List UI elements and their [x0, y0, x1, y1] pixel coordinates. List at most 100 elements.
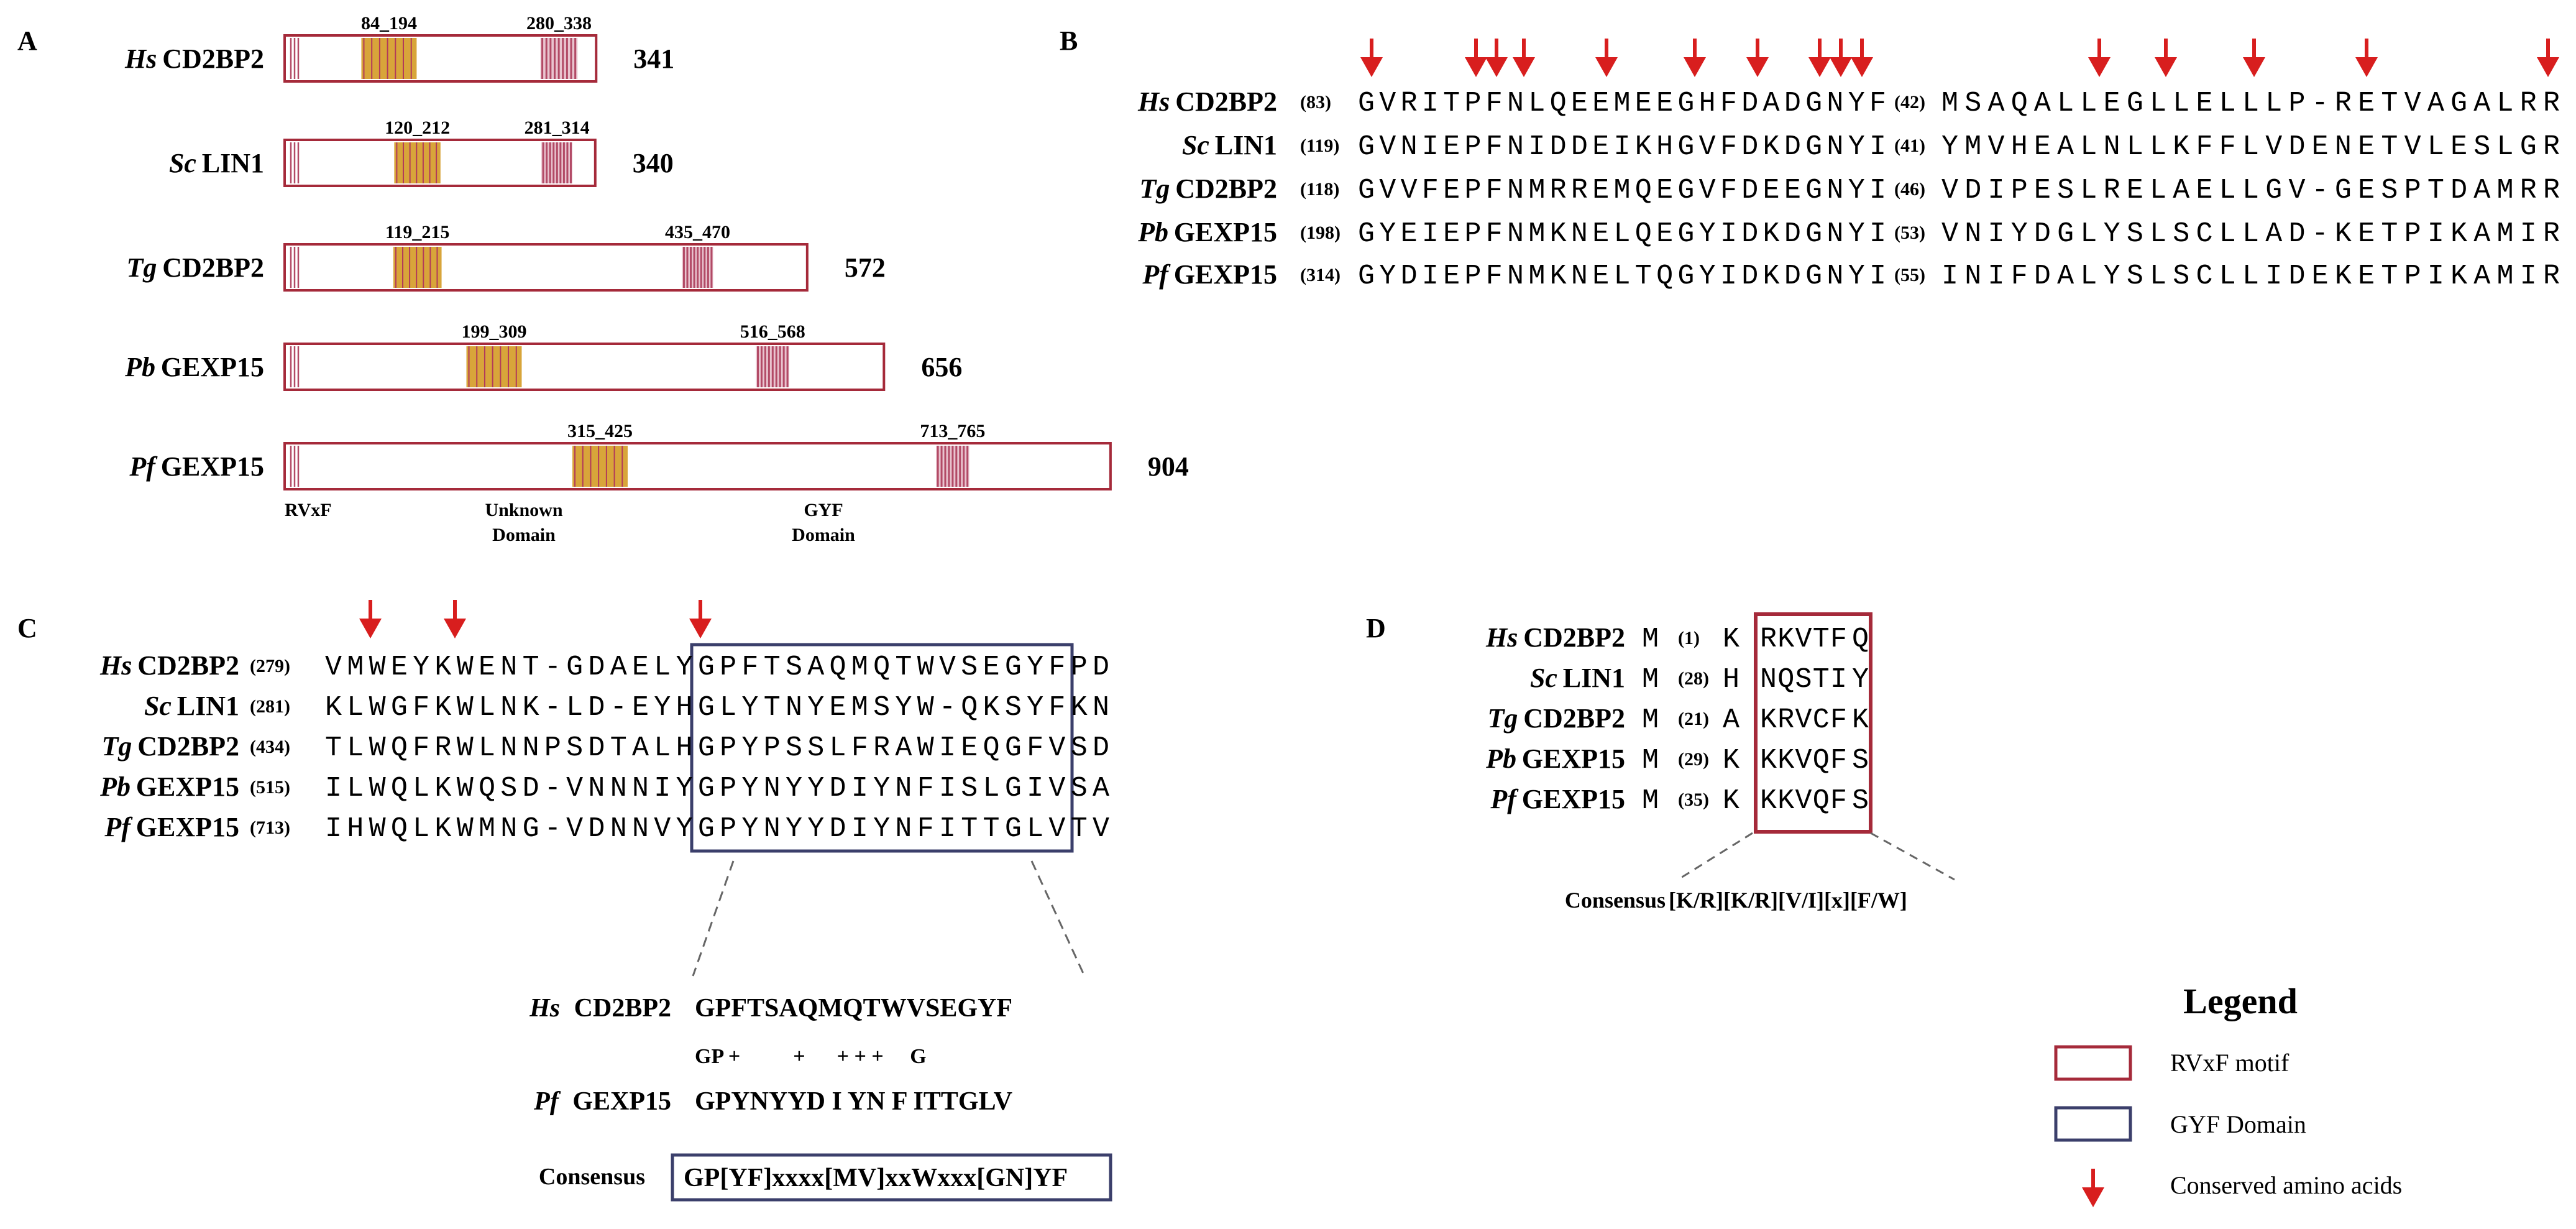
sequence-gap-length: (46): [1894, 179, 1925, 200]
unknown-domain-label-line1: Unknown: [485, 500, 562, 520]
sequence-start-position: (83): [1300, 92, 1331, 113]
sequence-start-position: (515): [250, 777, 290, 798]
sequence-segment-2: INIFDALYSLSCLLIDEKETPIKAMIR: [1941, 260, 2560, 292]
legend-rvxf-swatch: [2054, 1045, 2132, 1081]
sequence-gap-length: (35): [1678, 789, 1709, 810]
detail-pf-label: Pf GEXP15: [533, 1087, 671, 1116]
unknown-domain-block: [572, 446, 628, 487]
rvxf-motif-sequence: RKVTF: [1760, 624, 1847, 655]
sequence-start-position: (279): [250, 656, 290, 676]
sequence-gap-length: (42): [1894, 92, 1925, 113]
sequence-segment-1: GYDIEPFNMKNELTQGYIDKDGNYI: [1358, 260, 1886, 292]
conserved-arrow-icon: [1830, 39, 1852, 77]
panel-b-conserved-arrows: [1360, 39, 2559, 77]
pre-motif-residue: K: [1723, 785, 1739, 817]
conserved-arrow-icon: [2355, 39, 2378, 77]
unknown-domain-block: [394, 142, 441, 183]
legend: Legend RVxF motif GYF Domain Conserved a…: [2054, 981, 2402, 1207]
panel-c-conserved-arrows: [359, 600, 712, 638]
gyf-detail-comparison: Hs CD2BP2 GPFTSAQMQTWVSEGYF GP + + + + +…: [529, 994, 1112, 1202]
protein-bar: [283, 243, 809, 292]
start-methionine: M: [1642, 785, 1659, 817]
pre-motif-residue: K: [1723, 745, 1739, 776]
gyf-range-label: 435_470: [665, 222, 730, 242]
unknown-domain-block: [466, 346, 522, 387]
unknown-range-label: 199_309: [461, 321, 526, 342]
sequence-segment-1: GVVFEPFNMRREMQEGVFDEEGNYI: [1358, 175, 1886, 206]
sequence-start-position: (198): [1300, 223, 1341, 243]
conserved-arrow-icon: [1513, 39, 1535, 77]
sequence-start-position: (713): [250, 817, 290, 838]
rvxf-motif-box: [1754, 612, 1872, 834]
start-methionine: M: [1642, 664, 1659, 696]
gyf-range-label: 280_338: [526, 13, 592, 34]
post-motif-residue: S: [1852, 745, 1869, 776]
panel-a-domain-labels: RVxF Unknown Domain GYF Domain: [285, 500, 855, 545]
start-methionine: M: [1642, 704, 1659, 736]
gyf-consensus-label: Consensus: [539, 1164, 645, 1190]
legend-rvxf-label: RVxF motif: [2170, 1049, 2290, 1077]
sequence-segment-2: MSAQALLEGLLELLLP-RETVAGALRR: [1941, 88, 2560, 119]
sequence-start-position: (314): [1300, 265, 1341, 285]
sequence-gap-length: (41): [1894, 136, 1925, 156]
protein-length-label: 340: [633, 148, 674, 178]
gyf-alignment-sequence: ILWQLKWQSD-VNNNIYGPYNYYDIYNFISLGIVSA: [325, 773, 1109, 804]
rvxf-domain-label: RVxF: [285, 500, 332, 520]
conserved-arrow-icon: [1465, 39, 1487, 77]
start-methionine: M: [1642, 745, 1659, 776]
legend-title: Legend: [2183, 981, 2298, 1021]
start-methionine: M: [1642, 624, 1659, 655]
post-motif-residue: S: [1852, 785, 1869, 817]
unknown-range-label: 84_194: [361, 13, 417, 34]
gyf-consensus-sequence: GP[YF]xxxx[MV]xxWxxx[GN]YF: [684, 1164, 1068, 1192]
unknown-range-label: 119_215: [385, 222, 449, 242]
zoom-line-right: [1030, 860, 1086, 977]
panel-b-label: B: [1060, 25, 1078, 56]
gyf-consensus-box: [671, 1153, 1112, 1202]
protein-length-label: 341: [633, 44, 674, 74]
detail-hs-sequence: GPFTSAQMQTWVSEGYF: [695, 994, 1012, 1023]
panel-c-label: C: [17, 613, 37, 643]
rvxf-motif-sequence: NQSTI: [1760, 664, 1847, 696]
protein-length-label: 572: [845, 252, 886, 283]
detail-pf-sequence: GPYNYYD I YN F ITTGLV: [695, 1087, 1012, 1116]
conserved-arrow-icon: [359, 600, 382, 638]
sequence-segment-1: GVNIEPFNIDDEIKHGVFDKDGNYI: [1358, 131, 1886, 163]
rvxf-motif-sequence: KKVQF: [1760, 745, 1847, 776]
sequence-gap-length: (1): [1678, 628, 1700, 648]
pre-motif-residue: A: [1723, 704, 1739, 736]
detail-match-line: GP + + + + + G: [695, 1045, 927, 1068]
unknown-range-label: 120_212: [385, 117, 450, 138]
conserved-arrow-icon: [444, 600, 466, 638]
sequence-start-position: (434): [250, 737, 290, 757]
conserved-arrow-icon: [1851, 39, 1873, 77]
conserved-arrow-icon: [1485, 39, 1508, 77]
conserved-arrow-icon: [1746, 39, 1769, 77]
legend-gyf-swatch: [2054, 1106, 2132, 1142]
sequence-gap-length: (28): [1678, 668, 1709, 689]
gyf-alignment-sequence: KLWGFKWLNK-LD-EYHGLYTNYEMSYW-QKSYFKN: [325, 692, 1109, 724]
sequence-gap-length: (21): [1678, 709, 1709, 729]
sequence-segment-2: VDIPESLRELAELLGV-GESPTDAMRR: [1941, 175, 2560, 206]
unknown-domain-label-line2: Domain: [492, 525, 556, 545]
sequence-gap-length: (29): [1678, 749, 1709, 770]
post-motif-residue: Y: [1852, 664, 1869, 696]
sequence-segment-2: VNIYDGLYSLSCLLAD-KETPIKAMIR: [1941, 218, 2560, 250]
gyf-range-label: 281_314: [525, 117, 590, 138]
